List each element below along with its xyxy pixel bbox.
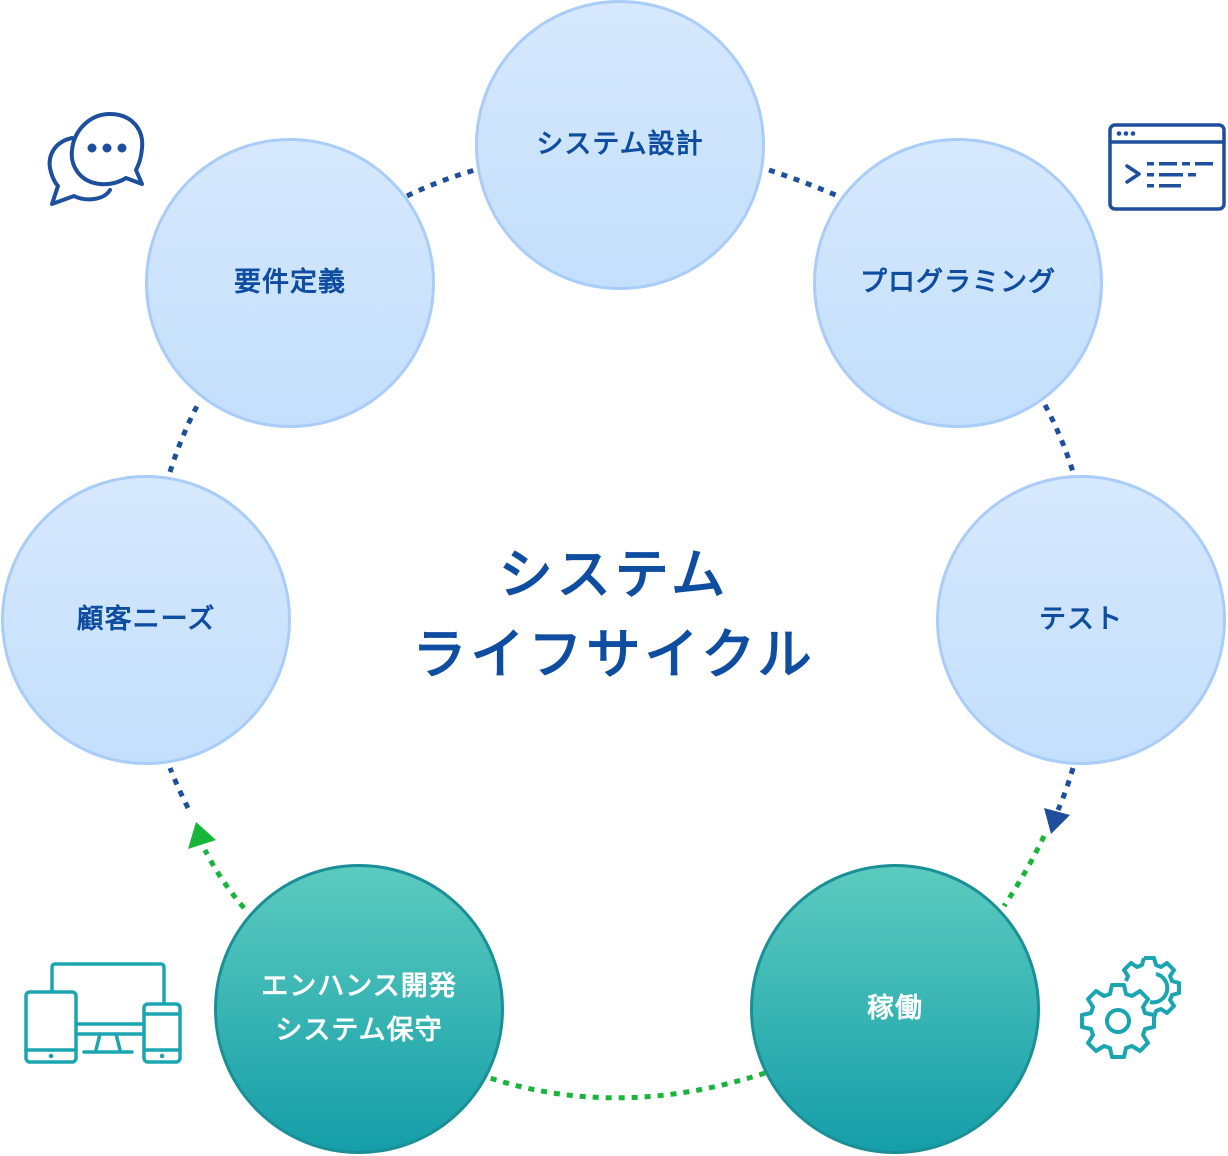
connector-enhance-to-needs xyxy=(167,767,191,810)
connector-needs-to-requirements xyxy=(167,404,200,473)
node-operation: 稼働 xyxy=(750,864,1040,1154)
node-label-requirements: 要件定義 xyxy=(234,267,346,298)
node-programming: プログラミング xyxy=(813,138,1103,428)
connector-requirements-to-design xyxy=(405,167,476,199)
chat-bubbles-icon xyxy=(47,112,145,206)
node-label-enhance: エンハンス開発 システム保守 xyxy=(261,971,457,1046)
node-enhance: エンハンス開発 システム保守 xyxy=(214,864,504,1154)
devices-icon xyxy=(24,962,182,1064)
node-customer-needs: 顧客ニーズ xyxy=(1,475,291,765)
connector-test-to-operation-green xyxy=(1001,834,1047,908)
connector-design-to-programming xyxy=(768,167,839,199)
center-title-line2: ライフサイクル xyxy=(412,623,816,686)
node-test: テスト xyxy=(936,475,1226,765)
arrow-head-green xyxy=(188,822,216,849)
node-label-system-design: システム設計 xyxy=(536,129,704,160)
arrow-head-blue xyxy=(1044,808,1070,834)
connector-test-to-operation xyxy=(1055,767,1076,812)
node-label-test: テスト xyxy=(1039,604,1123,635)
connector-enhance-to-needs-green xyxy=(202,848,246,910)
node-system-design: システム設計 xyxy=(475,0,765,290)
node-label-customer-needs: 顧客ニーズ xyxy=(76,604,216,635)
node-label-programming: プログラミング xyxy=(860,267,1056,298)
connector-programming-to-test xyxy=(1042,403,1076,473)
gears-icon xyxy=(1080,956,1181,1059)
center-title: システム ライフサイクル xyxy=(364,535,864,695)
connector-operation-to-enhance xyxy=(489,1070,766,1101)
center-title-line1: システム xyxy=(498,543,730,606)
code-window-icon xyxy=(1108,123,1226,211)
node-label-operation: 稼働 xyxy=(867,993,923,1024)
node-requirements: 要件定義 xyxy=(145,138,435,428)
